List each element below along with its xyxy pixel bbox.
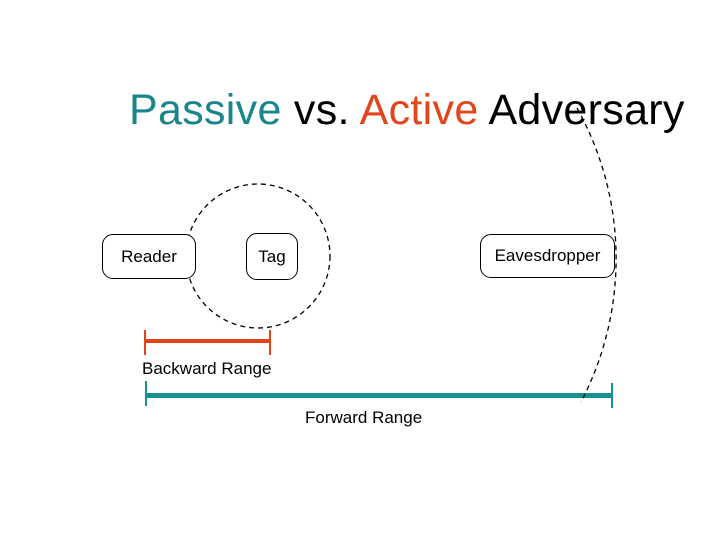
forward-range-label: Forward Range [305, 408, 423, 427]
backward-range-tick-left [144, 330, 146, 355]
title-segment-active: Active [359, 86, 489, 135]
title-segment-vs: vs. [293, 86, 360, 135]
forward-range-bar [147, 393, 612, 398]
tag-node-box: Tag [246, 233, 298, 280]
forward-range-tick-left [145, 381, 147, 406]
eavesdropper-node-label: Eavesdropper [494, 246, 601, 265]
title-segment-passive: Passive [129, 86, 294, 135]
forward-range-tick-right [611, 383, 613, 408]
reader-node-box: Reader [102, 234, 196, 279]
backward-range-label: Backward Range [142, 359, 272, 378]
title-segment-adversary: Adversary [488, 86, 685, 135]
backward-range-bar [146, 339, 269, 343]
tag-node-label: Tag [258, 246, 286, 266]
slide-title: Passive vs. Active Adversary [80, 40, 685, 182]
reader-node-label: Reader [121, 246, 177, 266]
eavesdropper-node-box: Eavesdropper [480, 234, 615, 278]
backward-range-tick-right [269, 330, 271, 355]
